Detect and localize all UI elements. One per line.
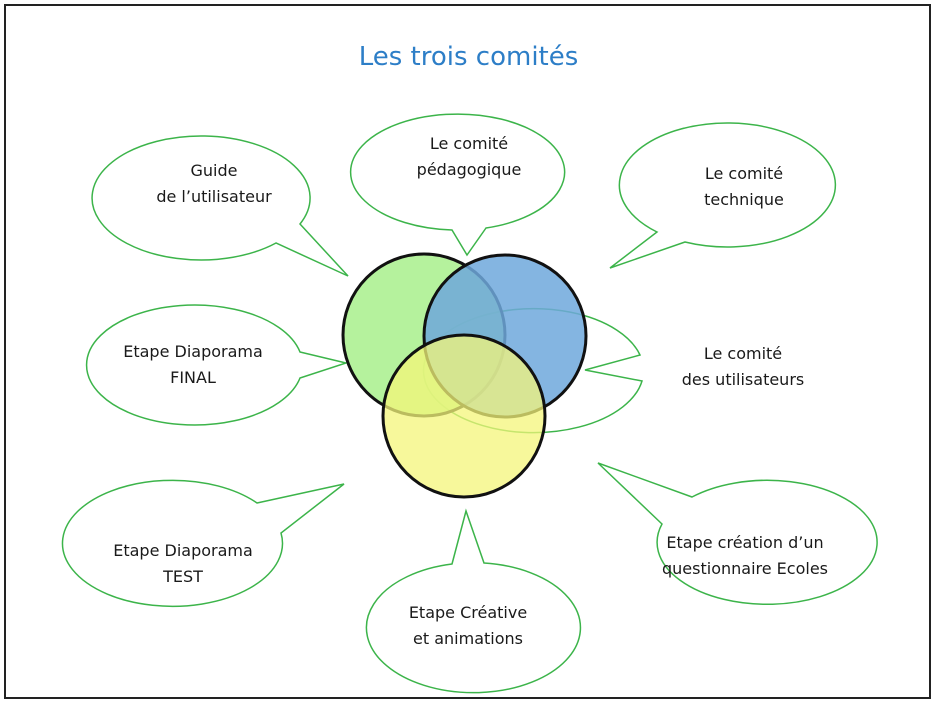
speech-bubble-technique — [609, 122, 837, 269]
bubble-label-utilisateurs: Le comité des utilisateurs — [681, 344, 805, 389]
bubble-label-pedagogique: Le comité pédagogique — [416, 134, 522, 179]
bubble-label-questionnaire: Etape création d’un questionnaire Ecoles — [662, 533, 828, 578]
speech-bubble-pedagogique — [349, 113, 566, 257]
bubble-label-technique: Le comité technique — [704, 164, 784, 209]
page-title: Les trois comités — [358, 42, 579, 72]
speech-bubble-guide — [91, 135, 349, 277]
speech-bubble-final — [85, 304, 349, 426]
speech-bubble-creative — [365, 508, 582, 694]
bubble-label-creative: Etape Créative et animations — [408, 603, 528, 648]
speech-bubble-questionnaire — [597, 462, 878, 606]
speech-bubble-test — [61, 479, 345, 608]
bubble-label-guide: Guide de l’utilisateur — [156, 161, 272, 206]
bubble-label-test: Etape Diaporama TEST — [113, 541, 253, 586]
venn-circle-yellow — [381, 333, 547, 499]
bubble-label-final: Etape Diaporama FINAL — [123, 342, 263, 387]
